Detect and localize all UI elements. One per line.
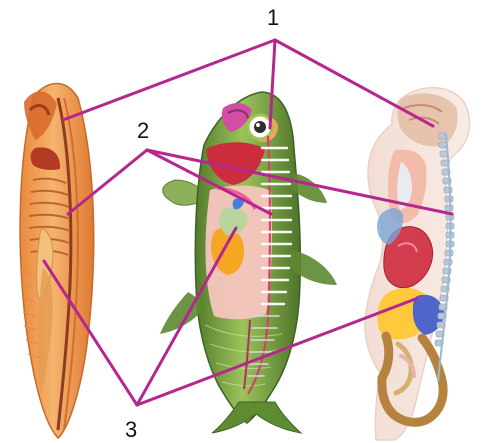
label-1: 1 bbox=[267, 5, 279, 30]
lancelet-figure bbox=[20, 84, 94, 439]
label-2: 2 bbox=[137, 118, 149, 143]
label-3: 3 bbox=[125, 417, 137, 442]
human-figure bbox=[365, 88, 470, 440]
fish-figure bbox=[160, 92, 337, 433]
